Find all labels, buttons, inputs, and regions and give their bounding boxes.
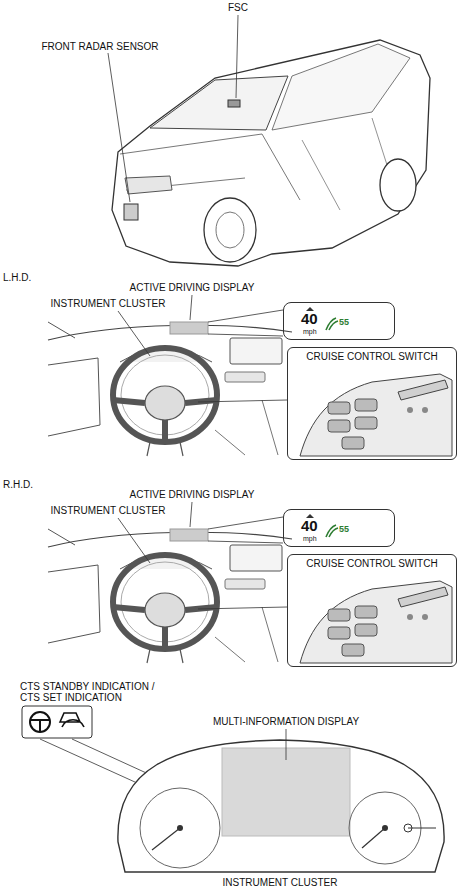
- rhd-dashboard: [48, 502, 452, 663]
- inset-frame: CRUISE CONTROL SWITCH: [287, 554, 457, 667]
- steering-indicator-icon: [31, 720, 49, 731]
- front-rim: [216, 212, 244, 248]
- multi-information-display: [222, 748, 350, 836]
- gauge-hub: [382, 825, 388, 831]
- cluster-view: [22, 706, 444, 872]
- display-value: 55: [339, 524, 349, 534]
- display-callout: 40mph 55: [283, 509, 395, 547]
- part-label: MULTI-INFORMATION DISPLAY: [213, 716, 359, 727]
- part-label: R.H.D.: [3, 479, 33, 490]
- front-wheel: [204, 198, 256, 262]
- gauge: [140, 788, 220, 868]
- display-value: 40: [301, 311, 318, 327]
- display-callout: 40mph 55: [283, 302, 395, 340]
- display-value: mph: [303, 535, 317, 543]
- steering-indicator-icon: [30, 712, 50, 732]
- vehicle: [108, 15, 430, 266]
- gauge-needle: [362, 828, 385, 848]
- rear-wheel: [380, 159, 416, 211]
- inset-heading: CRUISE CONTROL SWITCH: [306, 558, 437, 569]
- leader-line: [236, 15, 238, 98]
- instrument-cluster-outline: [118, 740, 444, 872]
- part-label: ACTIVE DRIVING DISPLAY: [130, 282, 255, 293]
- part-label: INSTRUMENT CLUSTER: [223, 877, 338, 888]
- display-value: mph: [303, 328, 317, 336]
- gauge-needle: [408, 828, 436, 829]
- inset-frame: CRUISE CONTROL SWITCH: [287, 347, 457, 460]
- windshield: [150, 76, 288, 130]
- lhd-dashboard: [48, 295, 452, 456]
- part-label: FRONT RADAR SENSOR: [41, 41, 158, 52]
- leader-line: [108, 53, 130, 202]
- part-label: CTS STANDBY INDICATION / CTS SET INDICAT…: [20, 681, 170, 703]
- leader-line: [286, 729, 287, 760]
- headlamp: [125, 176, 172, 194]
- vehicle-body: [112, 40, 430, 266]
- display-value: 55: [339, 317, 349, 327]
- gauge-needle: [152, 828, 180, 850]
- hood-line: [120, 134, 300, 200]
- part-label: ACTIVE DRIVING DISPLAY: [130, 489, 255, 500]
- gauge-hub: [177, 825, 183, 831]
- cts-indicator-box: [22, 706, 92, 738]
- cts-set-icon: [60, 713, 84, 727]
- part-label: INSTRUMENT CLUSTER: [51, 505, 166, 516]
- display-value: 40: [301, 518, 318, 534]
- front-radar-sensor: [124, 204, 138, 220]
- side-window: [272, 44, 410, 130]
- inset-heading: CRUISE CONTROL SWITCH: [306, 351, 437, 362]
- part-label: INSTRUMENT CLUSTER: [51, 298, 166, 309]
- forward-sensing-camera: [228, 100, 240, 107]
- part-label: FSC: [228, 2, 248, 13]
- part-label: L.H.D.: [3, 272, 31, 283]
